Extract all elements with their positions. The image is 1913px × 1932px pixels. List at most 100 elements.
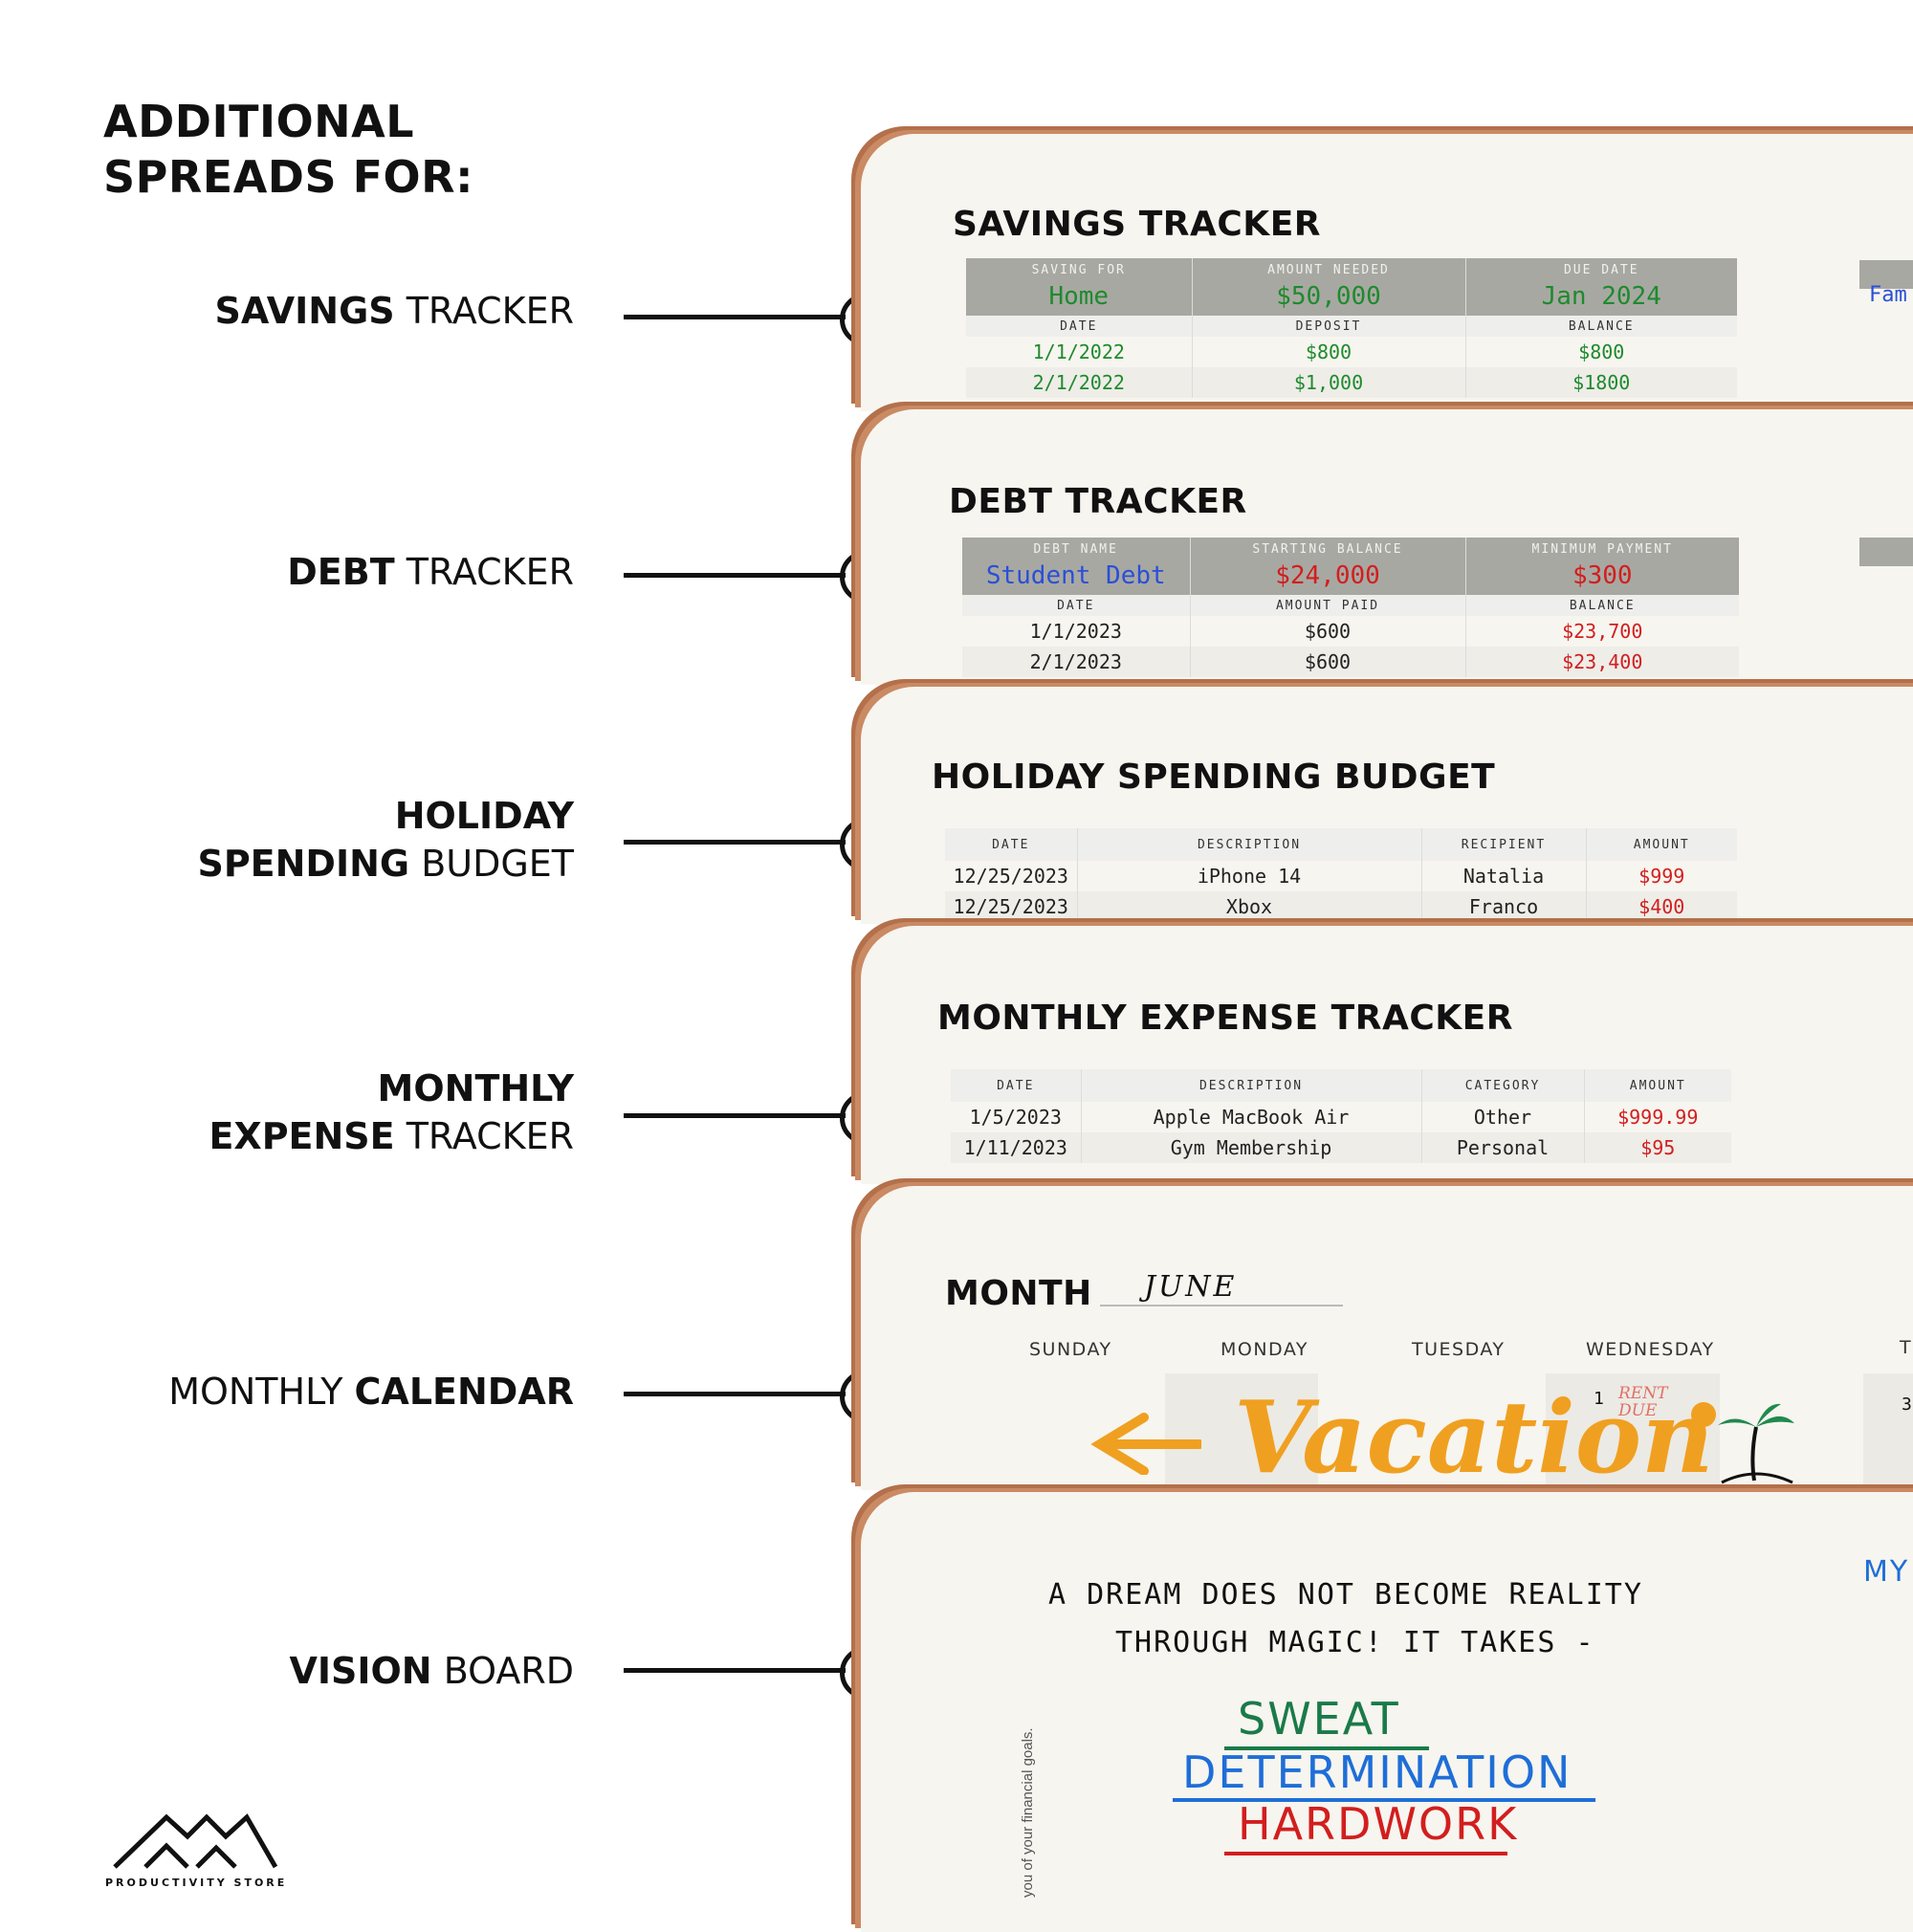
savings-value[interactable]: Jan 2024 <box>1465 277 1737 316</box>
mountain-logo-icon <box>113 1813 278 1869</box>
side-calendar-cell[interactable] <box>1863 1373 1913 1488</box>
cell[interactable]: 2/1/2023 <box>962 647 1191 677</box>
cell[interactable]: $1800 <box>1465 367 1737 398</box>
palm-tree-icon <box>1718 1403 1794 1484</box>
debt-header: MINIMUM PAYMENT <box>1465 538 1739 557</box>
cell[interactable]: Personal <box>1421 1132 1585 1163</box>
cell[interactable]: $400 <box>1586 891 1737 922</box>
table-row: 1/1/2022 $800 $800 <box>966 337 1737 367</box>
holiday-header: RECIPIENT <box>1421 828 1587 861</box>
holiday-title: HOLIDAY SPENDING BUDGET <box>932 757 1496 797</box>
day-sunday: SUNDAY <box>1029 1339 1112 1360</box>
vision-quote-line-1: A DREAM DOES NOT BECOME REALITY <box>1048 1578 1643 1612</box>
expense-header: AMOUNT <box>1584 1069 1731 1102</box>
card-holiday-budget: HOLIDAY SPENDING BUDGET DATE DESCRIPTION… <box>861 687 1913 924</box>
label-vision-board: VISION BOARD <box>289 1650 574 1692</box>
cell[interactable]: $999.99 <box>1617 1106 1699 1129</box>
card-savings-tracker: SAVINGS TRACKER SAVING FOR AMOUNT NEEDED… <box>861 134 1913 411</box>
cell[interactable]: $1,000 <box>1192 367 1466 398</box>
cell[interactable]: 12/25/2023 <box>945 861 1078 891</box>
debt-value[interactable]: $24,000 <box>1190 557 1466 595</box>
holiday-header: DESCRIPTION <box>1077 828 1422 861</box>
debt-value[interactable]: Student Debt <box>962 557 1191 595</box>
cell[interactable]: $23,700 <box>1562 620 1643 643</box>
cell[interactable]: 1/5/2023 <box>951 1102 1082 1132</box>
cell[interactable]: 2/1/2022 <box>966 367 1193 398</box>
cell[interactable]: iPhone 14 <box>1077 861 1422 891</box>
expense-header: DATE <box>951 1069 1082 1102</box>
cell[interactable]: $800 <box>1192 337 1466 367</box>
day-wednesday: WEDNESDAY <box>1586 1339 1715 1360</box>
cell[interactable]: $800 <box>1578 340 1625 363</box>
underline-sweat <box>1224 1746 1429 1750</box>
expense-header: DESCRIPTION <box>1081 1069 1422 1102</box>
cell[interactable]: $95 <box>1584 1132 1731 1163</box>
headline: ADDITIONAL SPREADS FOR: <box>103 94 473 205</box>
vision-quote-line-2: THROUGH MAGIC! IT TAKES - <box>1115 1626 1595 1659</box>
card-debt-tracker: DEBT TRACKER DEBT NAME STARTING BALANCE … <box>861 409 1913 685</box>
cell[interactable]: Franco <box>1421 891 1587 922</box>
connector-holiday <box>624 840 846 845</box>
cell[interactable]: $600 <box>1190 647 1466 677</box>
side-day-number: 3 <box>1902 1394 1912 1415</box>
label-holiday-spending-budget: HOLIDAY SPENDING BUDGET <box>197 795 574 885</box>
savings-value[interactable]: Home <box>966 277 1193 316</box>
table-row: 12/25/2023 iPhone 14 Natalia $999 <box>945 861 1737 891</box>
connector-expense <box>624 1113 846 1118</box>
cell[interactable]: Xbox <box>1077 891 1422 922</box>
table-row: 12/25/2023 Xbox Franco $400 <box>945 891 1737 922</box>
savings-subheader: DATE <box>966 316 1193 337</box>
vision-vertical-text: you of your financial goals. <box>1020 1727 1036 1898</box>
holiday-header: AMOUNT <box>1586 828 1737 861</box>
debt-header: STARTING BALANCE <box>1190 538 1466 557</box>
side-day: T <box>1900 1337 1913 1358</box>
cell[interactable]: Natalia <box>1421 861 1587 891</box>
cell[interactable]: $999 <box>1638 865 1685 888</box>
savings-header: AMOUNT NEEDED <box>1192 258 1466 277</box>
debt-side-tab <box>1859 538 1913 566</box>
cell[interactable]: Apple MacBook Air <box>1081 1102 1422 1132</box>
underline-determination <box>1173 1798 1595 1802</box>
cell[interactable]: 1/11/2023 <box>951 1132 1082 1163</box>
cell[interactable]: Gym Membership <box>1081 1132 1422 1163</box>
calendar-day-number: 1 <box>1594 1389 1604 1409</box>
card-monthly-calendar: MONTH JUNE SUNDAY MONDAY TUESDAY WEDNESD… <box>861 1186 1913 1490</box>
arrow-left-icon <box>1090 1413 1201 1475</box>
table-row: 1/1/2023 $600 $23,700 <box>962 616 1739 647</box>
expense-title: MONTHLY EXPENSE TRACKER <box>937 999 1513 1038</box>
connector-savings <box>624 315 846 319</box>
savings-value[interactable]: $50,000 <box>1192 277 1466 316</box>
headline-line-2: SPREADS FOR: <box>103 151 473 203</box>
day-tuesday: TUESDAY <box>1412 1339 1506 1360</box>
table-row: 1/5/2023 Apple MacBook Air Other $999.99 <box>951 1102 1731 1132</box>
savings-subheader: DEPOSIT <box>1192 316 1466 337</box>
table-row: 1/11/2023 Gym Membership Personal $95 <box>951 1132 1731 1163</box>
debt-value[interactable]: $300 <box>1465 557 1739 595</box>
savings-header: DUE DATE <box>1465 258 1737 277</box>
table-row: 2/1/2023 $600 $23,400 <box>962 647 1739 677</box>
cell[interactable]: $23,400 <box>1465 647 1739 677</box>
cell[interactable]: 1/1/2023 <box>962 616 1191 647</box>
connector-calendar <box>624 1392 846 1396</box>
cell[interactable]: 12/25/2023 <box>945 891 1078 922</box>
vision-word-hardwork: HARDWORK <box>1238 1798 1519 1850</box>
calendar-cell[interactable] <box>1546 1373 1720 1490</box>
vision-word-sweat: SWEAT <box>1238 1693 1400 1745</box>
calendar-cell[interactable] <box>1165 1373 1318 1490</box>
label-monthly-calendar: MONTHLY CALENDAR <box>168 1371 574 1413</box>
card-vision-board: A DREAM DOES NOT BECOME REALITY THROUGH … <box>861 1492 1913 1932</box>
cell[interactable]: 1/1/2022 <box>966 337 1193 367</box>
cell[interactable]: Other <box>1421 1102 1585 1132</box>
debt-header: DEBT NAME <box>962 538 1191 557</box>
holiday-table: DATE DESCRIPTION RECIPIENT AMOUNT 12/25/… <box>945 828 1737 922</box>
cell[interactable]: $600 <box>1190 616 1466 647</box>
calendar-month-value[interactable]: JUNE <box>1144 1270 1238 1304</box>
brand-name: PRODUCTIVITY STORE <box>105 1877 288 1889</box>
savings-header: SAVING FOR <box>966 258 1193 277</box>
savings-side-tab <box>1859 260 1913 289</box>
expense-header: CATEGORY <box>1421 1069 1585 1102</box>
holiday-header: DATE <box>945 828 1078 861</box>
debt-subheader: AMOUNT PAID <box>1190 595 1466 616</box>
headline-line-1: ADDITIONAL <box>103 96 415 147</box>
